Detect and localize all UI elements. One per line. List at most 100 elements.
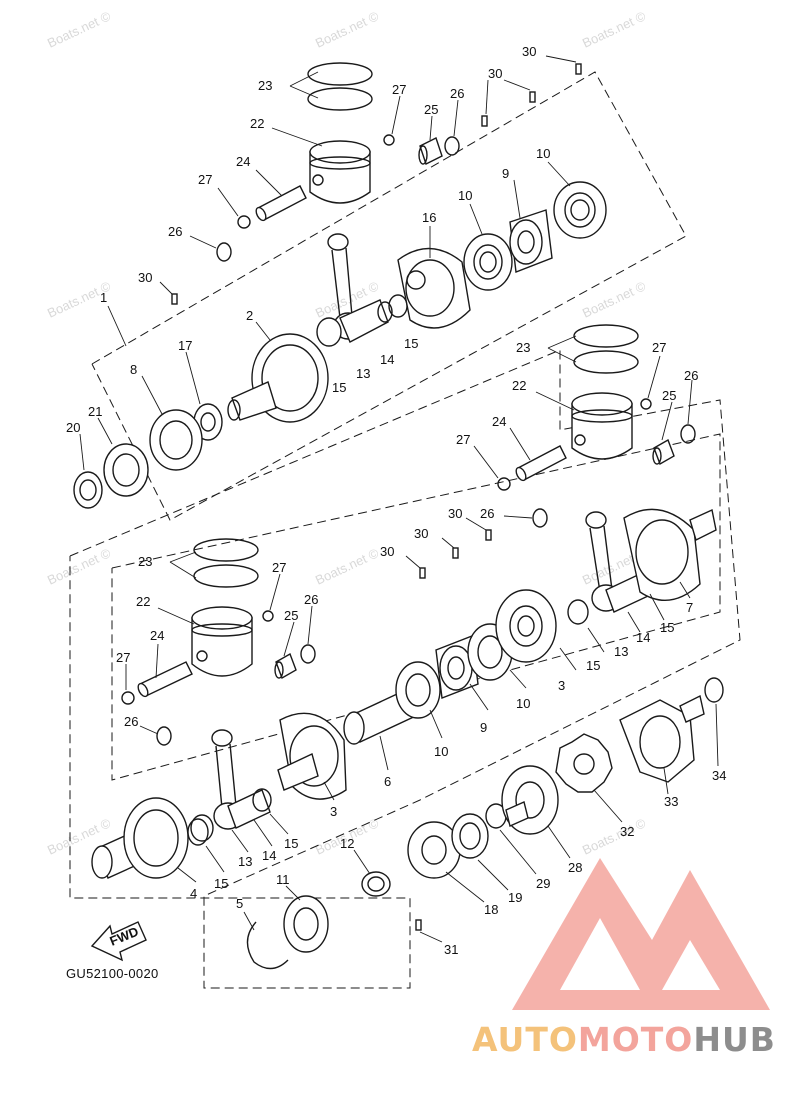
callout-23: 23 bbox=[258, 78, 272, 93]
callout-25: 25 bbox=[284, 608, 298, 623]
callout-27: 27 bbox=[456, 432, 470, 447]
callout-27: 27 bbox=[392, 82, 406, 97]
roller-bearing-part bbox=[149, 409, 203, 471]
washer-part bbox=[532, 508, 548, 528]
callout-29: 29 bbox=[536, 876, 550, 891]
callout-21: 21 bbox=[88, 404, 102, 419]
callout-25: 25 bbox=[424, 102, 438, 117]
callout-7: 7 bbox=[686, 600, 693, 615]
crank-web-part bbox=[277, 712, 347, 800]
dowel-pin-part bbox=[415, 919, 422, 931]
piston-pin-part bbox=[515, 445, 567, 482]
callout-14: 14 bbox=[380, 352, 394, 367]
dowel-pin-part bbox=[171, 293, 178, 305]
middle-left-assembly bbox=[121, 538, 347, 842]
callout-4: 4 bbox=[190, 886, 197, 901]
callout-15: 15 bbox=[660, 620, 674, 635]
dowel-pin-part bbox=[575, 63, 582, 75]
piston-ring-part bbox=[307, 62, 373, 111]
circlip-part bbox=[497, 477, 511, 491]
callout-32: 32 bbox=[620, 824, 634, 839]
main-bearing-part bbox=[283, 895, 329, 953]
callout-24: 24 bbox=[492, 414, 506, 429]
bottom-assembly: FWD bbox=[90, 677, 724, 970]
main-bearing-part bbox=[395, 661, 441, 719]
crank-web-part bbox=[623, 508, 717, 601]
piston-pin-part bbox=[255, 185, 307, 222]
washer-part bbox=[156, 726, 172, 746]
callout-34: 34 bbox=[712, 768, 726, 783]
callout-33: 33 bbox=[664, 794, 678, 809]
circlip-part bbox=[262, 610, 274, 622]
callout-19: 19 bbox=[508, 890, 522, 905]
crank-2-boundary bbox=[111, 433, 721, 781]
callout-13: 13 bbox=[614, 644, 628, 659]
dowel-pin-part bbox=[419, 567, 426, 579]
callout-28: 28 bbox=[568, 860, 582, 875]
callout-26: 26 bbox=[124, 714, 138, 729]
callout-16: 16 bbox=[422, 210, 436, 225]
callout-10: 10 bbox=[516, 696, 530, 711]
piston-ring-part bbox=[573, 324, 639, 374]
dowel-pin-part bbox=[529, 91, 536, 103]
callout-14: 14 bbox=[636, 630, 650, 645]
leader-lines bbox=[79, 55, 719, 943]
piston-pin-part bbox=[137, 661, 193, 698]
callout-1: 1 bbox=[100, 290, 107, 305]
callout-8: 8 bbox=[130, 362, 137, 377]
callout-12: 12 bbox=[340, 836, 354, 851]
dowel-pin-part bbox=[452, 547, 459, 559]
o-ring-part bbox=[704, 677, 724, 703]
callout-23: 23 bbox=[138, 554, 152, 569]
callout-14: 14 bbox=[262, 848, 276, 863]
top-assembly bbox=[73, 62, 607, 509]
coupling-hub-part bbox=[619, 694, 705, 783]
callout-30: 30 bbox=[414, 526, 428, 541]
washer-part bbox=[444, 136, 460, 156]
bushing-part bbox=[361, 871, 391, 897]
main-bearing-part bbox=[463, 233, 513, 291]
callout-25: 25 bbox=[662, 388, 676, 403]
seal-ring-part bbox=[451, 813, 489, 859]
crank-pin-part bbox=[190, 788, 272, 842]
callout-10: 10 bbox=[536, 146, 550, 161]
callout-30: 30 bbox=[488, 66, 502, 81]
callout-26: 26 bbox=[450, 86, 464, 101]
brand-part-moto: MOTO bbox=[577, 1020, 694, 1059]
main-bearing-part bbox=[553, 181, 607, 239]
circlip-part bbox=[237, 215, 251, 229]
callout-3: 3 bbox=[558, 678, 565, 693]
callout-30: 30 bbox=[522, 44, 536, 59]
callout-26: 26 bbox=[480, 506, 494, 521]
callout-5: 5 bbox=[236, 896, 243, 911]
callout-26: 26 bbox=[304, 592, 318, 607]
callout-15: 15 bbox=[214, 876, 228, 891]
lock-nut-part bbox=[73, 471, 103, 509]
watermark: Boats.net © bbox=[313, 8, 381, 51]
callout-27: 27 bbox=[116, 650, 130, 665]
callout-9: 9 bbox=[502, 166, 509, 181]
callout-27: 27 bbox=[198, 172, 212, 187]
center-shaft-assembly bbox=[343, 529, 557, 745]
callout-27: 27 bbox=[272, 560, 286, 575]
callout-23: 23 bbox=[516, 340, 530, 355]
crank-web-part bbox=[227, 333, 329, 423]
callout-11: 11 bbox=[276, 872, 290, 887]
watermark: Boats.net © bbox=[45, 8, 113, 51]
circlip-part bbox=[121, 691, 135, 705]
oil-seal-part bbox=[103, 443, 149, 497]
callout-15: 15 bbox=[284, 836, 298, 851]
watermark: Boats.net © bbox=[580, 815, 648, 858]
callout-22: 22 bbox=[250, 116, 264, 131]
callout-31: 31 bbox=[444, 942, 458, 957]
callout-15: 15 bbox=[332, 380, 346, 395]
callout-2: 2 bbox=[246, 308, 253, 323]
thrust-washer-part bbox=[187, 818, 209, 846]
callout-24: 24 bbox=[236, 154, 250, 169]
callout-22: 22 bbox=[512, 378, 526, 393]
circlip-part bbox=[383, 134, 395, 146]
watermark: Boats.net © bbox=[580, 278, 648, 321]
circlip-part bbox=[640, 398, 652, 410]
